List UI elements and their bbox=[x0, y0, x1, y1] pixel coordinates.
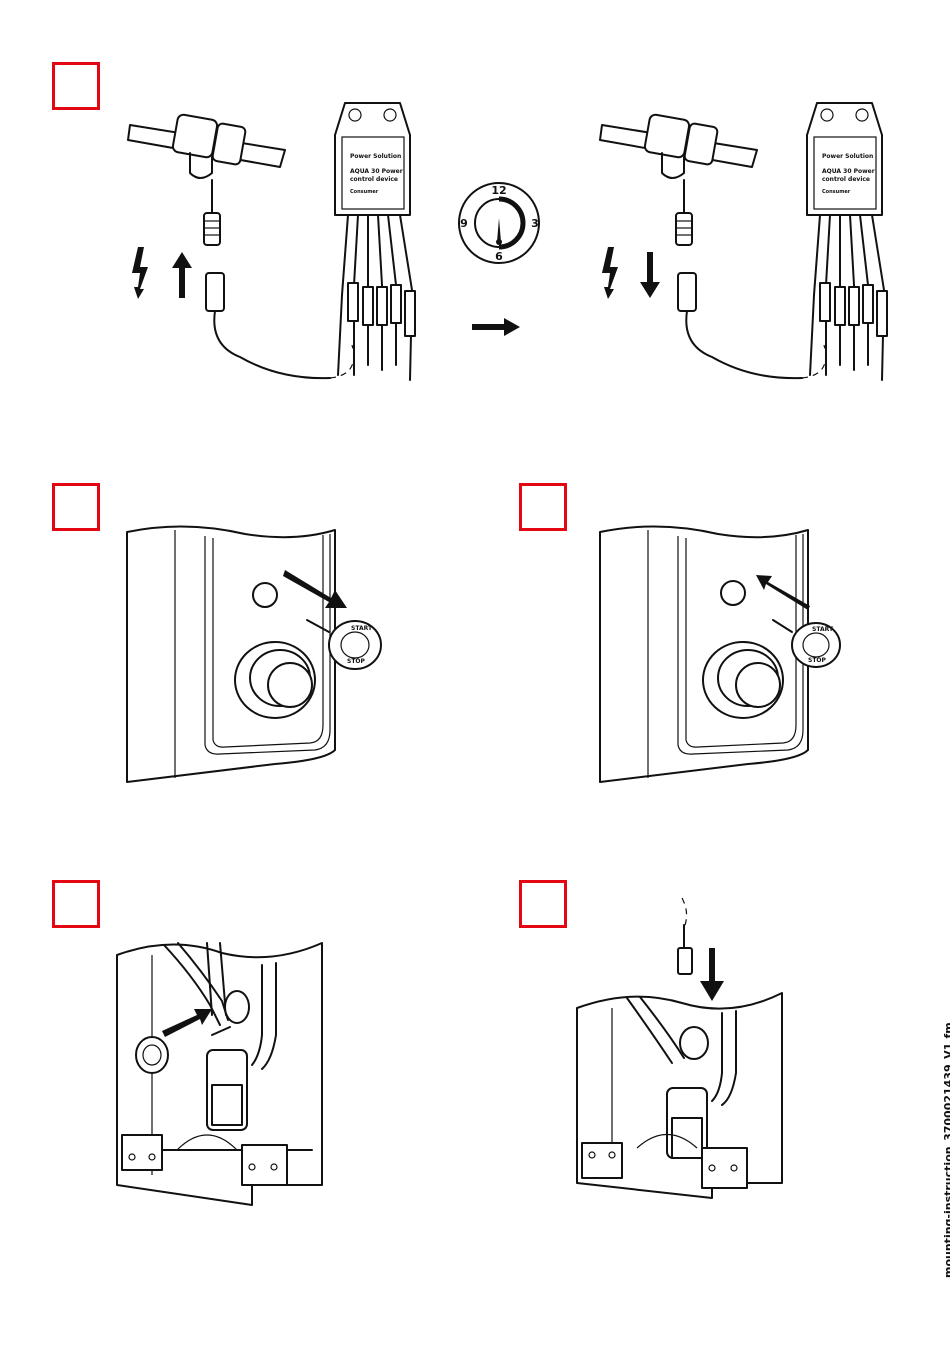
housing-insert-illustration bbox=[572, 893, 802, 1203]
disconnect-illustration: Power Solution AQUA 30 Power control dev… bbox=[120, 95, 440, 395]
start-label-2: START bbox=[812, 626, 834, 633]
footer-filename: mounting-instruction_3700021439_V1.fm bbox=[942, 1022, 950, 1278]
step-2-box bbox=[52, 483, 100, 531]
clock-icon: 12 3 6 9 bbox=[456, 180, 542, 266]
control-box-text-3: control device bbox=[350, 176, 398, 183]
step-5-box bbox=[519, 880, 567, 928]
arrow-right-icon bbox=[472, 318, 520, 336]
clock-label-3: 3 bbox=[531, 217, 539, 230]
stop-label: STOP bbox=[347, 658, 366, 665]
housing-connect-illustration bbox=[112, 935, 332, 1210]
start-label: START bbox=[351, 625, 373, 632]
reconnect-illustration: Power Solution AQUA 30 Power control dev… bbox=[592, 95, 912, 395]
clock-label-9: 9 bbox=[460, 217, 468, 230]
arrow-down-icon bbox=[640, 252, 660, 298]
control-box-text-3b: control device bbox=[822, 176, 870, 183]
clock-label-6: 6 bbox=[495, 250, 503, 263]
arrow-up-icon bbox=[172, 252, 192, 298]
control-box-text-4: Consumer bbox=[350, 189, 379, 195]
control-box-text-4b: Consumer bbox=[822, 189, 851, 195]
clock-label-12: 12 bbox=[491, 184, 506, 197]
button-remove-illustration: START STOP bbox=[125, 520, 365, 785]
control-box-text-2: AQUA 30 Power bbox=[350, 168, 403, 175]
stop-label-2: STOP bbox=[808, 657, 827, 664]
lightning-icon bbox=[130, 247, 156, 299]
step-1-box bbox=[52, 62, 100, 110]
button-insert-illustration: START STOP bbox=[598, 520, 838, 785]
step-3-box bbox=[519, 483, 567, 531]
lightning-icon-2 bbox=[600, 247, 626, 299]
control-box-text-2b: AQUA 30 Power bbox=[822, 168, 875, 175]
control-box-text-1b: Power Solution bbox=[822, 153, 873, 160]
control-box-text-1: Power Solution bbox=[350, 153, 401, 160]
step-4-box bbox=[52, 880, 100, 928]
